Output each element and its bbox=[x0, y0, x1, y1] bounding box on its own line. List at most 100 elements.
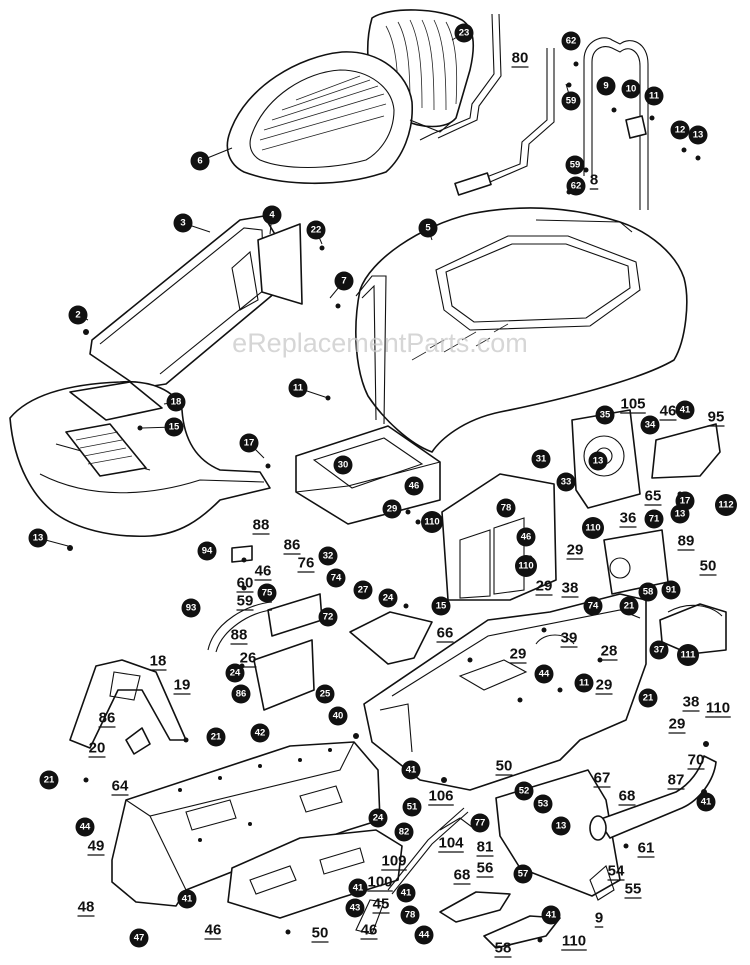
callout-badge bbox=[551, 816, 571, 836]
callout-43: 43 bbox=[345, 898, 365, 918]
callout-badge bbox=[401, 760, 421, 780]
callout-number: 21 bbox=[44, 775, 55, 786]
label-68: 68 bbox=[618, 788, 636, 806]
callout-21: 21 bbox=[206, 727, 226, 747]
callout-72: 72 bbox=[318, 607, 338, 627]
part-number: 9 bbox=[595, 910, 603, 927]
callout-number: 17 bbox=[244, 438, 255, 449]
callout-badge bbox=[696, 792, 716, 812]
callout-badge bbox=[677, 644, 699, 666]
callout-number: 24 bbox=[230, 668, 241, 679]
callout-number: 94 bbox=[202, 546, 213, 557]
callout-number: 2 bbox=[75, 310, 80, 321]
label-50: 50 bbox=[495, 758, 513, 776]
fender-plate bbox=[257, 223, 303, 305]
pedal-a bbox=[439, 891, 511, 923]
lower-plate bbox=[227, 829, 403, 919]
callout-badge bbox=[328, 706, 348, 726]
callout-number: 25 bbox=[320, 689, 331, 700]
callout-number: 86 bbox=[236, 689, 247, 700]
callout-badge bbox=[561, 31, 581, 51]
label-59: 59 bbox=[236, 593, 254, 611]
callout-badge bbox=[582, 517, 604, 539]
callout-21: 21 bbox=[638, 688, 658, 708]
callout-number: 4 bbox=[269, 210, 275, 221]
callout-number: 91 bbox=[666, 585, 677, 596]
callout-40: 40 bbox=[328, 706, 348, 726]
callout-badge bbox=[173, 213, 193, 233]
callout-number: 11 bbox=[293, 383, 304, 394]
callout-number: 12 bbox=[675, 125, 686, 136]
callout-34: 34 bbox=[640, 415, 660, 435]
label-49: 49 bbox=[87, 838, 105, 856]
callout-number: 41 bbox=[680, 405, 691, 416]
label-86: 86 bbox=[283, 537, 301, 555]
part-number: 29 bbox=[567, 542, 584, 559]
callout-number: 41 bbox=[353, 883, 364, 894]
callout-11: 11 bbox=[288, 378, 329, 399]
part-number: 67 bbox=[594, 770, 611, 787]
callout-number: 10 bbox=[626, 84, 637, 95]
part-number: 59 bbox=[237, 593, 254, 610]
callout-number: 110 bbox=[424, 517, 439, 528]
callout-13: 13 bbox=[588, 451, 608, 471]
callout-badge bbox=[164, 417, 184, 437]
callout-number: 53 bbox=[538, 799, 549, 810]
label-110: 110 bbox=[705, 700, 731, 718]
callout-25: 25 bbox=[315, 684, 335, 704]
seat-rail-right bbox=[459, 48, 548, 185]
callout-badge bbox=[75, 817, 95, 837]
callout-number: 51 bbox=[407, 802, 418, 813]
part-number: 68 bbox=[619, 788, 636, 805]
callout-74: 74 bbox=[583, 596, 603, 616]
callout-46: 46 bbox=[404, 476, 424, 496]
callout-badge bbox=[649, 640, 669, 660]
callout-badge bbox=[414, 925, 434, 945]
callout-badge bbox=[661, 580, 681, 600]
callout-44: 44 bbox=[414, 925, 434, 945]
callout-badge bbox=[513, 864, 533, 884]
callout-7: 7 bbox=[329, 271, 354, 299]
part-number: 18 bbox=[150, 653, 167, 670]
callout-number: 74 bbox=[588, 601, 599, 612]
callout-91: 91 bbox=[661, 580, 681, 600]
part-number: 39 bbox=[561, 630, 578, 647]
part-number: 60 bbox=[237, 575, 254, 592]
label-109: 109 bbox=[381, 853, 407, 871]
callout-78: 78 bbox=[400, 905, 420, 925]
callout-badge bbox=[556, 472, 576, 492]
callout-badge bbox=[534, 664, 554, 684]
callout-badge bbox=[402, 797, 422, 817]
part-number: 68 bbox=[454, 867, 471, 884]
label-9: 9 bbox=[594, 910, 604, 928]
watermark: eReplacementParts.com bbox=[232, 328, 528, 358]
seat-cushion bbox=[226, 51, 413, 185]
callout-badge bbox=[561, 91, 581, 111]
callout-10: 10 bbox=[621, 79, 641, 99]
part-number: 26 bbox=[240, 650, 257, 667]
footrest-pan bbox=[9, 380, 271, 538]
callout-32: 32 bbox=[318, 546, 338, 566]
callout-badge bbox=[326, 568, 346, 588]
callout-13: 13 bbox=[688, 125, 708, 145]
callout-62: 62 bbox=[561, 31, 581, 51]
part-number: 36 bbox=[620, 510, 637, 527]
callout-number: 15 bbox=[169, 422, 180, 433]
callout-badge bbox=[454, 23, 474, 43]
label-104: 104 bbox=[438, 835, 464, 853]
callout-number: 22 bbox=[311, 225, 322, 236]
callout-52: 52 bbox=[514, 781, 534, 801]
label-19: 19 bbox=[173, 677, 191, 695]
label-100: 100 bbox=[367, 874, 393, 892]
part-number: 38 bbox=[683, 694, 700, 711]
callout-2: 2 bbox=[68, 305, 89, 325]
callout-badge bbox=[353, 580, 373, 600]
part-number: 29 bbox=[596, 677, 613, 694]
callout-badge bbox=[596, 76, 616, 96]
callout-badge bbox=[400, 905, 420, 925]
part-number: 110 bbox=[562, 933, 586, 950]
callout-9: 9 bbox=[596, 76, 616, 96]
callout-badge bbox=[262, 205, 282, 225]
callout-29: 29 bbox=[382, 499, 402, 519]
